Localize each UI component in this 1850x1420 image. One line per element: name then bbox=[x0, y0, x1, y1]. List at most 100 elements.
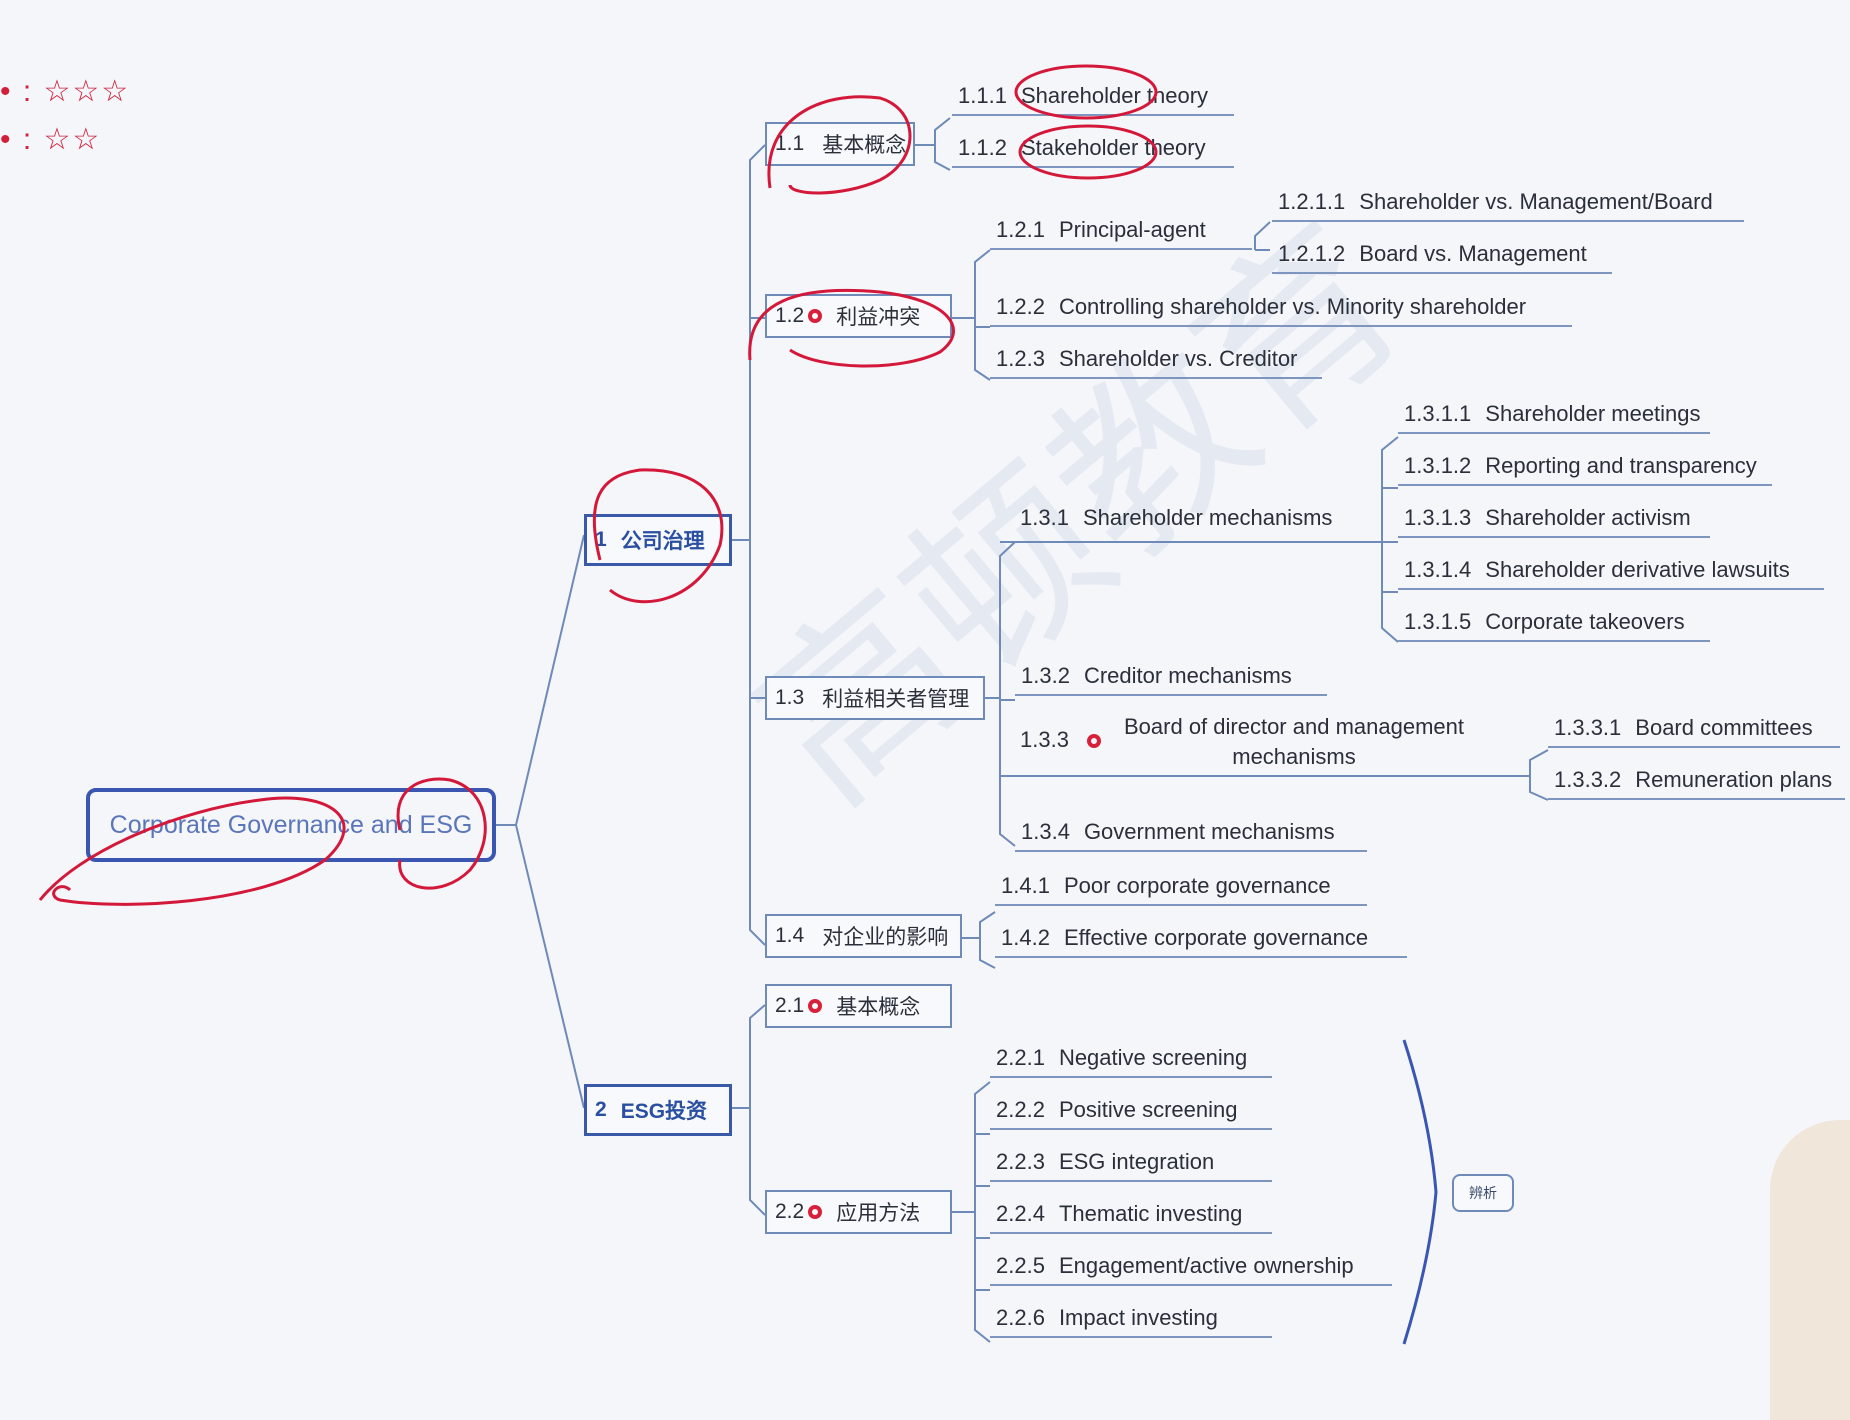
node-number: 1.3.3.1 bbox=[1554, 715, 1622, 740]
node-label: Creditor mechanisms bbox=[1083, 663, 1292, 688]
node-1-3-1-2[interactable]: 1.3.1.2 Reporting and transparency bbox=[1398, 452, 1772, 486]
node-2-2-2[interactable]: 2.2.2 Positive screening bbox=[990, 1096, 1272, 1130]
node-1-3-1-4[interactable]: 1.3.1.4 Shareholder derivative lawsuits bbox=[1398, 556, 1824, 590]
branch-corporate-governance[interactable]: 1 公司治理 bbox=[584, 514, 732, 566]
priority-marker-icon bbox=[808, 309, 823, 323]
node-number: 2.1 bbox=[775, 994, 805, 1017]
legend-three-stars: • : ☆☆☆ bbox=[0, 75, 131, 108]
node-number: 1.3.1 bbox=[1020, 505, 1069, 530]
node-label: Shareholder activism bbox=[1485, 505, 1691, 530]
node-label: Negative screening bbox=[1058, 1045, 1248, 1070]
node-label: 利益相关者管理 bbox=[822, 688, 970, 711]
node-label: ESG integration bbox=[1058, 1149, 1215, 1174]
node-1-1-2[interactable]: 1.1.2 Stakeholder theory bbox=[952, 134, 1234, 168]
node-label: 对企业的影响 bbox=[822, 926, 949, 949]
node-label-line1: Board of director and management bbox=[1124, 714, 1464, 739]
node-label: Government mechanisms bbox=[1083, 819, 1335, 844]
node-label: Shareholder vs. Management/Board bbox=[1359, 189, 1713, 214]
node-number: 1.2.1.2 bbox=[1278, 241, 1346, 266]
summary-tag[interactable]: 辨析 bbox=[1452, 1174, 1514, 1212]
summary-tag-label: 辨析 bbox=[1469, 1185, 1497, 1201]
node-2-2-4[interactable]: 2.2.4 Thematic investing bbox=[990, 1200, 1272, 1234]
node-label: Shareholder meetings bbox=[1485, 401, 1701, 426]
node-number: 2.2.4 bbox=[996, 1201, 1045, 1226]
node-label: Engagement/active ownership bbox=[1058, 1253, 1354, 1278]
node-1-3-1[interactable]: 1.3.1 Shareholder mechanisms bbox=[1020, 504, 1332, 532]
node-1-4[interactable]: 1.4 对企业的影响 bbox=[765, 914, 962, 958]
node-number: 1.3.1.2 bbox=[1404, 453, 1472, 478]
node-label: Shareholder mechanisms bbox=[1082, 505, 1333, 530]
node-number: 1.3 bbox=[775, 686, 805, 709]
node-number: 2 bbox=[595, 1098, 607, 1121]
priority-marker-icon bbox=[808, 999, 823, 1013]
node-label: Thematic investing bbox=[1058, 1201, 1243, 1226]
node-label: ESG投资 bbox=[620, 1100, 708, 1123]
node-label: Remuneration plans bbox=[1635, 767, 1833, 792]
node-label: Shareholder theory bbox=[1020, 83, 1209, 108]
node-number: 1.4.1 bbox=[1001, 873, 1050, 898]
node-1-3-3[interactable]: 1.3.3 bbox=[1020, 726, 1119, 754]
node-number: 1.3.1.4 bbox=[1404, 557, 1472, 582]
node-number: 1.2.1.1 bbox=[1278, 189, 1346, 214]
root-node[interactable]: Corporate Governance and ESG bbox=[86, 788, 496, 862]
node-label: Board vs. Management bbox=[1359, 241, 1587, 266]
node-number: 1.1.1 bbox=[958, 83, 1007, 108]
node-number: 1.2.3 bbox=[996, 346, 1045, 371]
node-2-2-3[interactable]: 2.2.3 ESG integration bbox=[990, 1148, 1272, 1182]
node-label: Poor corporate governance bbox=[1063, 873, 1331, 898]
node-label: Reporting and transparency bbox=[1485, 453, 1757, 478]
node-1-1-1[interactable]: 1.1.1 Shareholder theory bbox=[952, 82, 1234, 116]
branch-esg-investing[interactable]: 2 ESG投资 bbox=[584, 1084, 732, 1136]
node-2-1[interactable]: 2.1 基本概念 bbox=[765, 984, 952, 1028]
mind-map-canvas: • : ☆☆☆ • : ☆☆ 高顿教育 bbox=[0, 64, 1850, 1420]
node-number: 1.3.2 bbox=[1021, 663, 1070, 688]
node-label: Shareholder vs. Creditor bbox=[1058, 346, 1298, 371]
node-number: 1.1 bbox=[775, 132, 805, 155]
node-number: 1.1.2 bbox=[958, 135, 1007, 160]
node-number: 1.4 bbox=[775, 924, 805, 947]
node-1-2-1-2[interactable]: 1.2.1.2 Board vs. Management bbox=[1272, 240, 1612, 274]
node-number: 1.2 bbox=[775, 304, 805, 327]
node-1-4-1[interactable]: 1.4.1 Poor corporate governance bbox=[995, 872, 1367, 906]
connector-lines bbox=[496, 117, 1549, 1345]
node-number: 2.2.6 bbox=[996, 1305, 1045, 1330]
node-label: Corporate takeovers bbox=[1485, 609, 1685, 634]
priority-marker-icon bbox=[1086, 734, 1101, 749]
node-label: Effective corporate governance bbox=[1063, 925, 1369, 950]
node-number: 1.3.3 bbox=[1020, 727, 1069, 752]
node-1-3[interactable]: 1.3 利益相关者管理 bbox=[765, 676, 985, 720]
node-label: 利益冲突 bbox=[836, 306, 921, 329]
node-1-3-2[interactable]: 1.3.2 Creditor mechanisms bbox=[1015, 662, 1327, 696]
node-label: Principal-agent bbox=[1058, 217, 1206, 242]
node-number: 1.4.2 bbox=[1001, 925, 1050, 950]
legend-two-stars: • : ☆☆ bbox=[0, 123, 102, 156]
node-1-3-3-2[interactable]: 1.3.3.2 Remuneration plans bbox=[1548, 766, 1845, 800]
node-label: Shareholder derivative lawsuits bbox=[1485, 557, 1790, 582]
node-1-2-3[interactable]: 1.2.3 Shareholder vs. Creditor bbox=[990, 345, 1322, 379]
node-number: 2.2.2 bbox=[996, 1097, 1045, 1122]
node-label: 应用方法 bbox=[836, 1202, 921, 1225]
node-number: 2.2.3 bbox=[996, 1149, 1045, 1174]
node-number: 1.3.3.2 bbox=[1554, 767, 1622, 792]
node-label: 公司治理 bbox=[620, 530, 705, 553]
node-1-2[interactable]: 1.2 利益冲突 bbox=[765, 294, 952, 338]
node-2-2[interactable]: 2.2 应用方法 bbox=[765, 1190, 952, 1234]
node-1-2-1-1[interactable]: 1.2.1.1 Shareholder vs. Management/Board bbox=[1272, 188, 1744, 222]
root-label: Corporate Governance and ESG bbox=[109, 810, 473, 839]
node-label: Positive screening bbox=[1058, 1097, 1238, 1122]
node-1-1[interactable]: 1.1 基本概念 bbox=[765, 122, 915, 166]
node-1-4-2[interactable]: 1.4.2 Effective corporate governance bbox=[995, 924, 1407, 958]
priority-marker-icon bbox=[808, 1205, 823, 1219]
node-label: Controlling shareholder vs. Minority sha… bbox=[1058, 294, 1527, 319]
node-label: Stakeholder theory bbox=[1020, 135, 1206, 160]
